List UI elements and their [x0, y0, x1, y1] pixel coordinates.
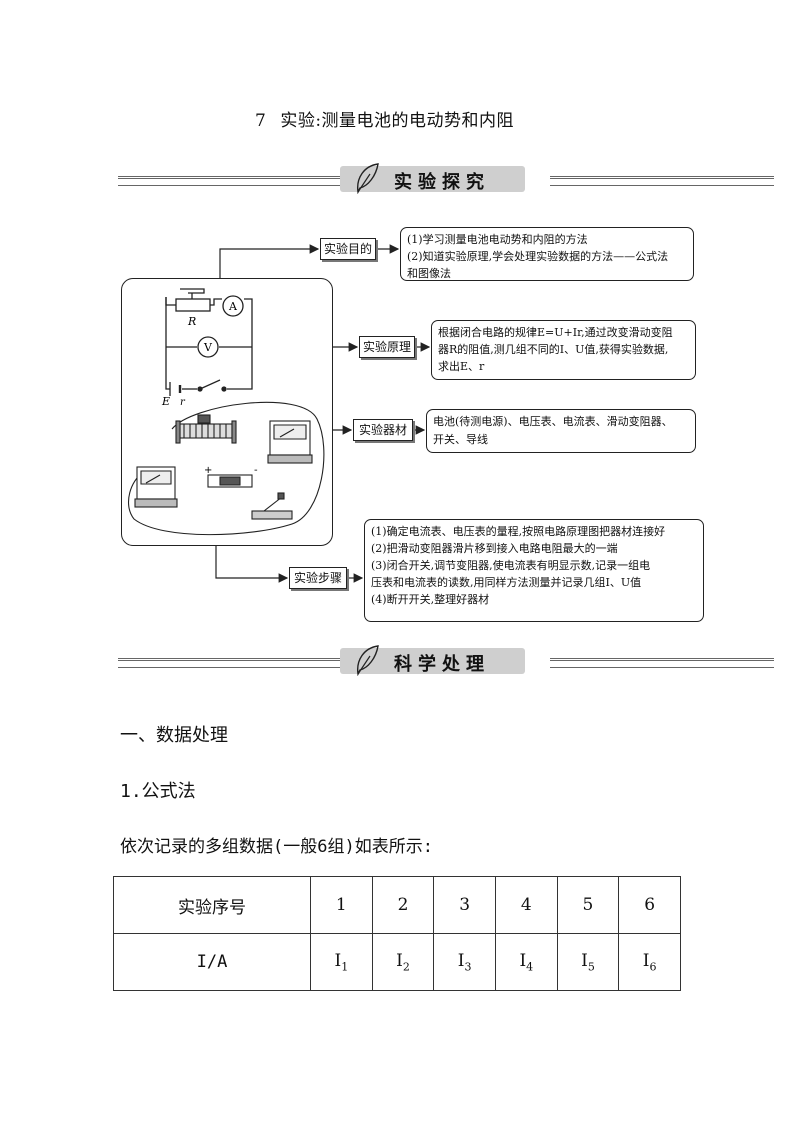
circuit-diagram: A V R E r — [128, 288, 325, 536]
label-principle: 实验原理 — [359, 336, 415, 358]
page-title: 7 实验:测量电池的电动势和内阻 — [255, 106, 514, 131]
principle-line-2: 器R的阻值,测几组不同的I、U值,获得实验数据, — [438, 343, 669, 356]
data-table: 实验序号 1 2 3 4 5 6 I/A I1 I2 I3 I4 I5 I6 — [113, 876, 681, 991]
table-cell: I5 — [556, 933, 620, 991]
steps-line-4: 压表和电流表的读数,用同样方法测量并记录几组I、U值 — [371, 576, 642, 589]
banner-text: 科学处理 — [394, 654, 490, 675]
title-text: 实验:测量电池的电动势和内阻 — [280, 111, 515, 131]
resistor-label: R — [187, 315, 196, 328]
steps-line-3: (3)闭合开关,调节变阻器,使电流表有明显示数,记录一组电 — [371, 559, 651, 572]
equipment-box: 电池(待测电源)、电压表、电流表、滑动变阻器、 开关、导线 — [426, 409, 696, 453]
table-header-label: 实验序号 — [113, 876, 311, 934]
table-cell: I6 — [618, 933, 681, 991]
table-cell: 1 — [310, 876, 373, 934]
minus-label: - — [254, 465, 258, 476]
diagram-connectors — [215, 244, 431, 583]
leaf-icon — [357, 163, 379, 194]
table-cell: I1 — [310, 933, 373, 991]
banner-rule-left — [118, 176, 343, 186]
ammeter-label: A — [228, 300, 238, 313]
purpose-line-1: (1)学习测量电池电动势和内阻的方法 — [407, 233, 588, 246]
table-cell: 5 — [556, 876, 620, 934]
intro-paragraph: 依次记录的多组数据(一般6组)如表所示: — [120, 837, 433, 857]
label-steps: 实验步骤 — [289, 567, 347, 589]
steps-line-2: (2)把滑动变阻器滑片移到接入电路电阻最大的一端 — [371, 542, 618, 555]
equipment-line-2: 开关、导线 — [433, 433, 488, 446]
equipment-line-1: 电池(待测电源)、电压表、电流表、滑动变阻器、 — [433, 415, 673, 428]
steps-line-1: (1)确定电流表、电压表的量程,按照电路原理图把器材连接好 — [371, 525, 666, 538]
table-cell: 4 — [494, 876, 558, 934]
purpose-line-3: 和图像法 — [407, 267, 451, 280]
subsection-heading: 1.公式法 — [120, 781, 196, 802]
table-row: 实验序号 1 2 3 4 5 6 — [113, 876, 681, 934]
steps-box: (1)确定电流表、电压表的量程,按照电路原理图把器材连接好 (2)把滑动变阻器滑… — [364, 519, 704, 622]
banner-scientific-process: 科学处理 — [118, 645, 774, 678]
table-row-label: I/A — [113, 933, 311, 991]
emf-label: E — [161, 395, 170, 408]
banner-experiment-explore: 实验探究 — [118, 163, 774, 196]
leaf-icon — [357, 645, 379, 676]
banner-rule-left — [118, 658, 343, 668]
table-row: I/A I1 I2 I3 I4 I5 I6 — [113, 933, 681, 991]
banner-rule-right — [550, 176, 774, 186]
principle-line-3: 求出E、r — [438, 360, 485, 373]
plus-label: + — [204, 465, 212, 476]
table-cell: I2 — [371, 933, 435, 991]
purpose-box: (1)学习测量电池电动势和内阻的方法 (2)知道实验原理,学会处理实验数据的方法… — [400, 227, 694, 281]
section-heading: 一、数据处理 — [120, 725, 228, 746]
label-equipment: 实验器材 — [353, 419, 413, 441]
label-purpose: 实验目的 — [320, 238, 376, 260]
principle-box: 根据闭合电路的规律E=U+Ir,通过改变滑动变阻 器R的阻值,测几组不同的I、U… — [431, 320, 696, 380]
table-cell: 3 — [433, 876, 496, 934]
circuit-panel: A V R E r — [121, 278, 333, 546]
banner-tab: 科学处理 — [340, 645, 525, 676]
banner-tab: 实验探究 — [340, 163, 525, 194]
table-cell: I4 — [494, 933, 558, 991]
banner-text: 实验探究 — [394, 172, 490, 193]
table-cell: 2 — [371, 876, 435, 934]
voltmeter-label: V — [203, 341, 213, 354]
table-cell: I3 — [433, 933, 496, 991]
apparatus-sketch — [128, 401, 325, 536]
title-number: 7 — [255, 111, 267, 131]
principle-line-1: 根据闭合电路的规律E=U+Ir,通过改变滑动变阻 — [438, 326, 673, 339]
internal-resistance-label: r — [180, 397, 186, 408]
table-cell: 6 — [618, 876, 681, 934]
purpose-line-2: (2)知道实验原理,学会处理实验数据的方法——公式法 — [407, 250, 669, 263]
banner-rule-right — [550, 658, 774, 668]
steps-line-5: (4)断开开关,整理好器材 — [371, 593, 490, 606]
